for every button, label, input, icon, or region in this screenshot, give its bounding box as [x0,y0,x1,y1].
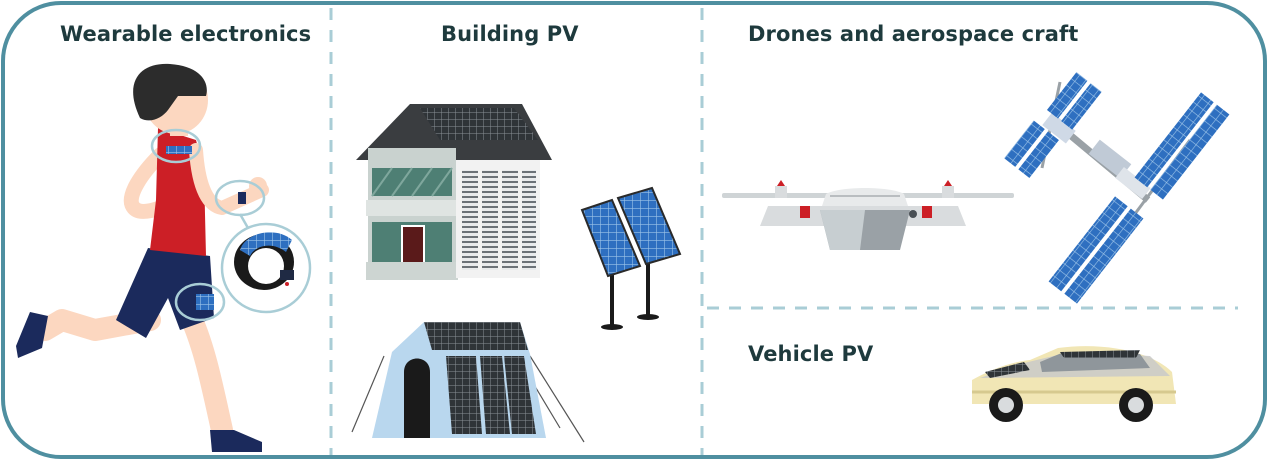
solar-bracelet-icon [234,232,294,290]
front-shoe [210,430,262,452]
vehicle-pv-title: Vehicle PV [748,342,874,366]
back-shoe [16,312,48,358]
tent-door [404,358,430,438]
house-icon [356,104,552,280]
shoulder-highlight [150,128,202,164]
drones-aerospace-title: Drones and aerospace craft [748,22,1079,46]
car-icon [972,346,1176,422]
hair [133,63,207,121]
shorts [116,248,214,338]
wearable-electronics-title: Wearable electronics [60,22,312,46]
satellite-icon [1004,72,1230,304]
drone-icon [722,180,1014,250]
runner-figure [16,63,312,452]
solar-panel-stand-icon [580,186,682,330]
thigh-highlight [174,282,226,322]
building-pv-title: Building PV [441,22,579,46]
wristband [238,192,246,204]
solar-tent-icon [351,322,585,443]
